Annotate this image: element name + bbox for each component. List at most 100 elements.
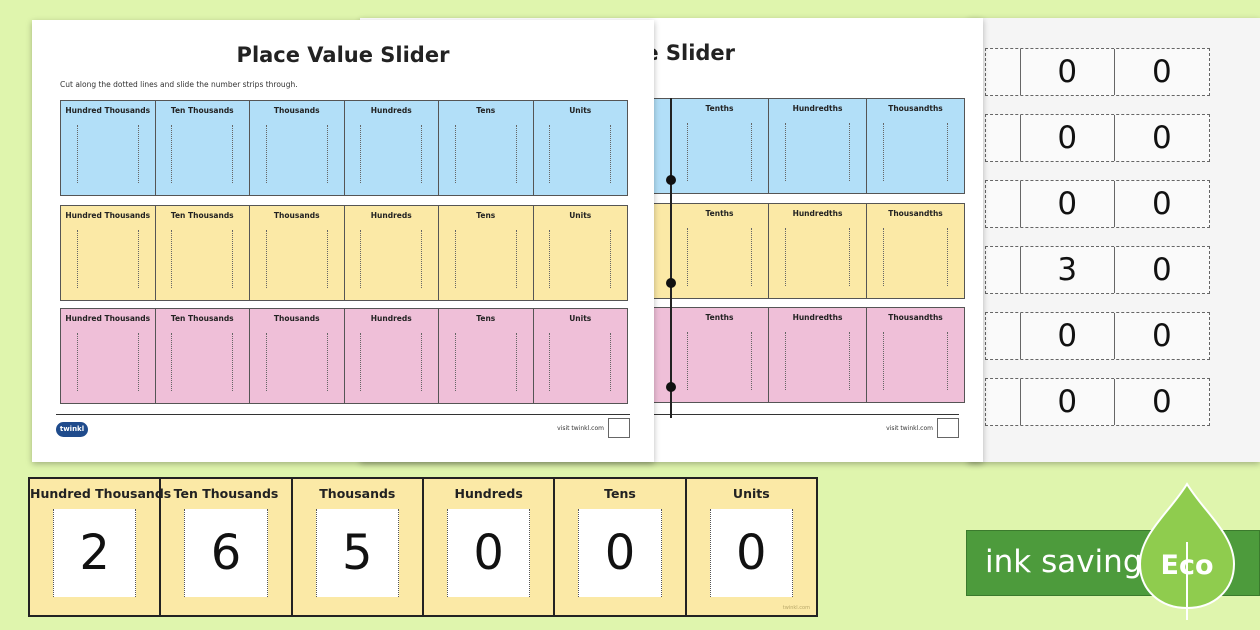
card-cell-blank [986, 379, 1021, 425]
card-digit: 0 [1152, 120, 1172, 156]
place-value-strip-blue: Hundred Thousands Ten Thousands Thousands H… [60, 100, 628, 196]
digit-window: 6 [184, 509, 268, 597]
strip-cell: Tens [439, 309, 534, 403]
footer-link: visit twinkl.com [557, 425, 604, 432]
strip-cell: Hundred Thousands [61, 206, 156, 300]
card-cell-blank [986, 247, 1021, 293]
strip-cell-hundredths: Hundredths [769, 308, 867, 402]
card-digit: 0 [1021, 49, 1115, 95]
slider-column: Thousands 5 [293, 479, 424, 615]
column-label: Thousandths [888, 313, 943, 322]
sheet-footer: twinkl visit twinkl.com [56, 414, 630, 438]
card-digit: 0 [1152, 54, 1172, 90]
card-cell-blank [986, 313, 1021, 359]
instructions-text: Cut along the dotted lines and slide the… [60, 80, 298, 89]
worksheet-place-value-slider: Place Value Slider Cut along the dotted … [32, 20, 654, 462]
strip-cell: Ten Thousands [156, 309, 250, 403]
card-digit: 0 [1021, 313, 1115, 359]
card-cell-blank [986, 115, 1021, 161]
card-digit: 3 [1021, 247, 1115, 293]
column-label: Thousands [273, 314, 320, 323]
strip-cell: Tens [439, 206, 534, 300]
column-label: Hundred Thousands [65, 314, 151, 323]
page-title: Place Value Slider [236, 43, 450, 67]
strip-cell: Units [534, 101, 628, 195]
eco-leaf-icon: Eco [1138, 482, 1236, 620]
card-digit: 0 [1152, 318, 1172, 354]
column-label: Hundredths [792, 313, 843, 322]
strip-cell-hundredths: Hundredths [769, 204, 867, 298]
column-label: Hundreds [370, 211, 412, 220]
quality-badge-icon [608, 418, 630, 438]
strip-cell-thousandths: Thousandths [867, 308, 964, 402]
decimal-point-dot [666, 278, 676, 288]
strip-cell: Hundreds [345, 101, 439, 195]
column-label: Thousands [273, 106, 320, 115]
column-label: Hundredths [792, 104, 843, 113]
eco-label: Eco [1161, 550, 1214, 581]
card-cell-blank [986, 181, 1021, 227]
card-digit: 0 [1152, 252, 1172, 288]
strip-cell: Thousands [250, 206, 345, 300]
column-label: Thousandths [888, 209, 943, 218]
column-label: Ten Thousands [170, 314, 234, 323]
slider-column: Ten Thousands 6 [161, 479, 293, 615]
column-label: Hundredths [792, 209, 843, 218]
decimal-point-dot [666, 382, 676, 392]
column-label: Tens [476, 106, 496, 115]
column-label: Tens [604, 486, 636, 501]
card-cell-blank [986, 49, 1021, 95]
credit-text: twinkl.com [782, 605, 810, 611]
decimal-point-dot [666, 175, 676, 185]
digit-window: 0 [446, 509, 531, 597]
column-label: Thousands [273, 211, 320, 220]
twinkl-logo-icon: twinkl [56, 422, 88, 437]
column-label: Ten Thousands [170, 211, 234, 220]
card-digit: 0 [1021, 181, 1115, 227]
column-label: Hundreds [370, 106, 412, 115]
quality-badge-icon [937, 418, 959, 438]
digit-window: 0 [709, 509, 793, 597]
column-label: Ten Thousands [170, 106, 234, 115]
column-label: Tenths [705, 313, 734, 322]
column-label: Hundreds [454, 486, 523, 501]
strip-cell-thousandths: Thousandths [867, 99, 964, 193]
column-label: Ten Thousands [173, 486, 279, 501]
strip-cell: Ten Thousands [156, 206, 250, 300]
column-label: Hundred Thousands [65, 106, 151, 115]
column-label: Tens [476, 211, 496, 220]
strip-cell: Thousands [250, 101, 345, 195]
column-label: Hundred Thousands [65, 211, 151, 220]
column-label: Thousandths [888, 104, 943, 113]
strip-cell: Hundreds [345, 206, 439, 300]
strip-cell: Tens [439, 101, 534, 195]
column-label: Thousands [319, 486, 396, 501]
column-label: Tens [476, 314, 496, 323]
card-digit: 0 [1021, 115, 1115, 161]
strip-cell-thousandths: Thousandths [867, 204, 964, 298]
digit-window: 5 [315, 509, 399, 597]
ink-saving-text: ink saving [985, 544, 1143, 580]
card-digit: 0 [1152, 384, 1172, 420]
decimal-point-line [670, 98, 672, 418]
strip-cell: Hundred Thousands [61, 101, 156, 195]
column-label: Units [569, 211, 592, 220]
card-digit: 0 [1021, 379, 1115, 425]
strip-cell-tenths: Tenths [671, 308, 769, 402]
sheet-title-partial: alue Slider [608, 41, 736, 65]
card-digit: 0 [1152, 186, 1172, 222]
slider-column: Hundreds 0 [424, 479, 556, 615]
strip-cell: Hundred Thousands [61, 309, 156, 403]
strip-cell-hundredths: Hundredths [769, 99, 867, 193]
strip-cell: Thousands [250, 309, 345, 403]
